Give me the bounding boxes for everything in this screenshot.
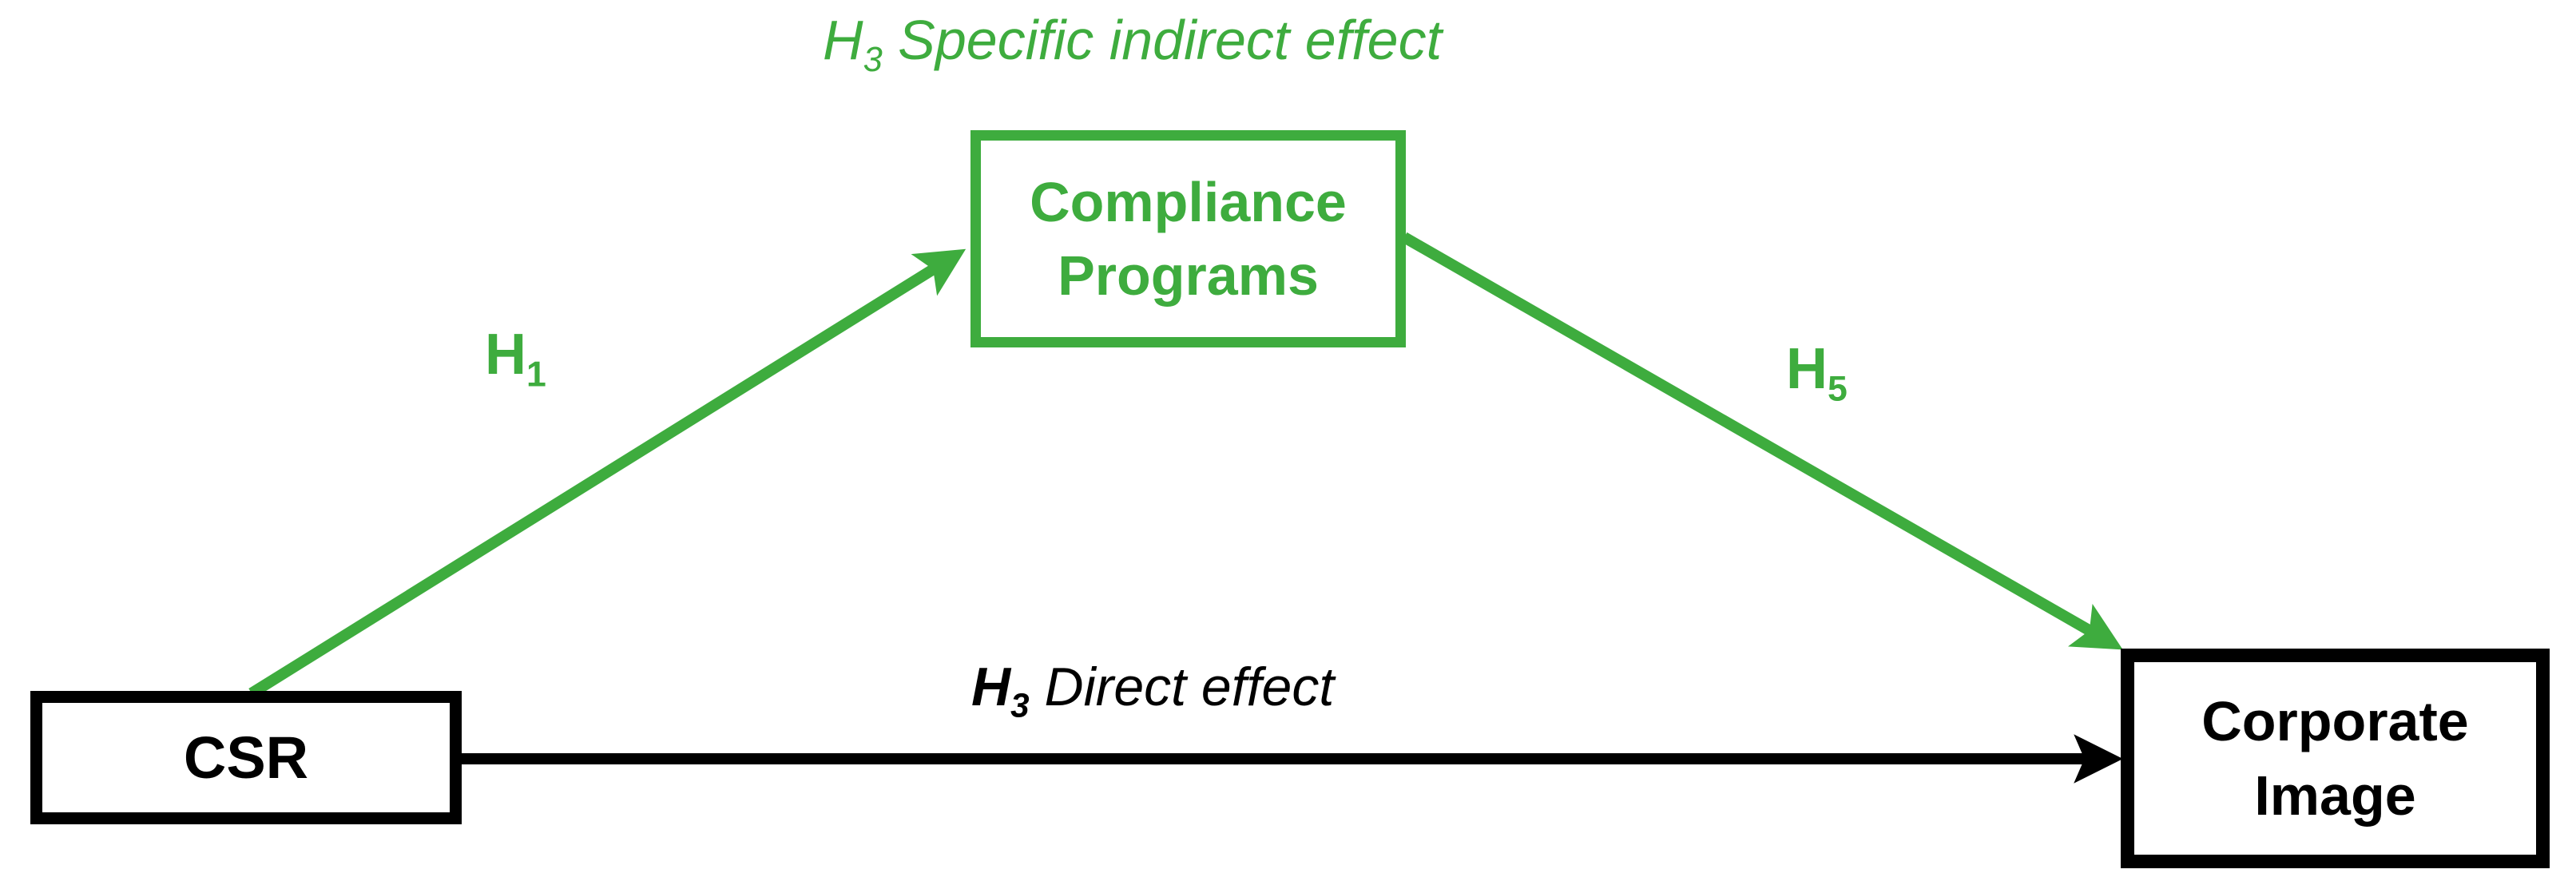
h1-letter: H	[485, 323, 526, 387]
caption-h: H	[823, 9, 863, 71]
compliance-label-line2: Programs	[1058, 244, 1319, 307]
h5-subscript: 5	[1828, 369, 1848, 409]
node-corporate-image: Corporate Image	[2121, 649, 2550, 868]
edge-label-h3-direct: H3 Direct effect	[971, 655, 1335, 722]
compliance-label-line1: Compliance	[1030, 170, 1347, 233]
node-compliance-programs: Compliance Programs	[970, 130, 1406, 347]
edge-h5-compliance-to-corporate	[1401, 232, 2123, 650]
corporate-label-line1: Corporate	[2201, 690, 2469, 753]
caption-text: Specific indirect effect	[882, 9, 1443, 71]
node-csr: CSR	[30, 691, 462, 824]
h3-subscript: 3	[1010, 686, 1030, 724]
edge-label-h5: H5	[1786, 337, 1848, 407]
h3-letter: H	[971, 657, 1011, 717]
caption-subscript: 3	[863, 41, 883, 79]
h1-subscript: 1	[526, 355, 546, 395]
corporate-label-line2: Image	[2254, 764, 2416, 827]
h5-letter: H	[1786, 337, 1828, 401]
edge-label-h1: H1	[485, 326, 546, 392]
csr-label: CSR	[183, 724, 309, 791]
edge-h1-csr-to-compliance	[248, 248, 966, 698]
indirect-effect-caption: H3 Specific indirect effect	[823, 6, 1443, 77]
h3-direct-text: Direct effect	[1029, 657, 1335, 717]
